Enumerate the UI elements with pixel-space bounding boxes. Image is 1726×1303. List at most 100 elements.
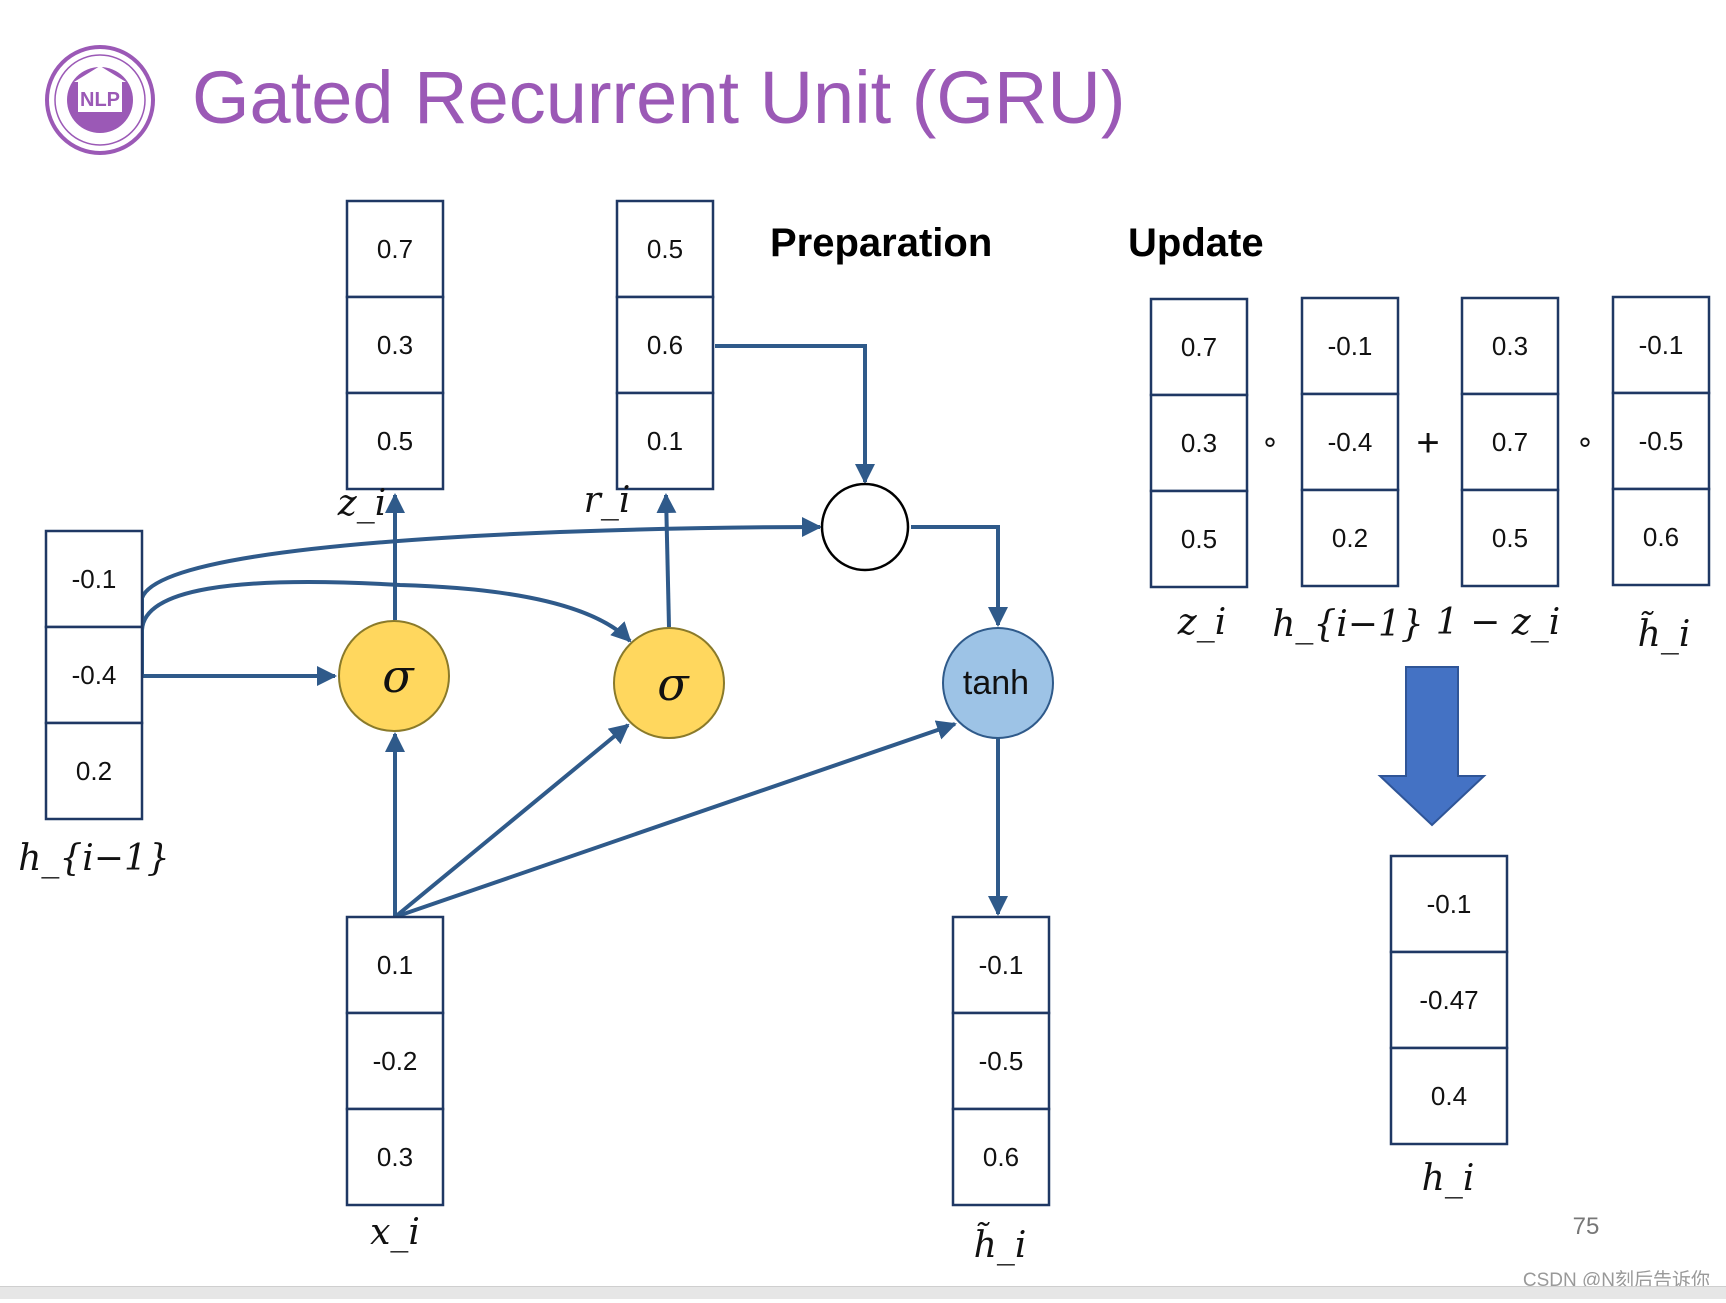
vector-cell-value: 0.5 bbox=[1492, 523, 1528, 553]
z-vector: 0.7 0.3 0.5 z_i bbox=[337, 199, 445, 524]
vector-cell-value: 0.2 bbox=[76, 756, 112, 786]
vector-cell: -0.1 bbox=[1300, 296, 1400, 396]
arrow-r-to-multiply bbox=[715, 344, 875, 484]
vector-label: z_i bbox=[337, 483, 386, 524]
vector-cell: 0.7 bbox=[345, 199, 445, 299]
vector-cell: 0.5 bbox=[615, 199, 715, 299]
vector-cell: 0.5 bbox=[1149, 489, 1249, 589]
vector-cell-value: -0.4 bbox=[1328, 427, 1373, 457]
update-z-vector: 0.7 0.3 0.5 z_i bbox=[1149, 297, 1249, 643]
vector-cell: -0.1 bbox=[44, 529, 144, 629]
vector-cell-value: -0.1 bbox=[1427, 889, 1472, 919]
tanh-node: tanh bbox=[942, 627, 1054, 739]
vector-cell-value: -0.1 bbox=[1328, 331, 1373, 361]
sigma-symbol: σ bbox=[657, 657, 690, 711]
vector-cell: -0.47 bbox=[1389, 950, 1509, 1050]
tanh-label: tanh bbox=[963, 664, 1029, 702]
vector-cell-value: -0.2 bbox=[373, 1046, 418, 1076]
vector-cell: 0.2 bbox=[44, 721, 144, 821]
x-vector: 0.1 -0.2 0.3 x_i bbox=[345, 915, 445, 1253]
vector-label: r_i bbox=[584, 480, 631, 521]
vector-cell-value: 0.6 bbox=[983, 1142, 1019, 1172]
vector-cell: 0.7 bbox=[1149, 297, 1249, 397]
bottom-scrollbar-strip bbox=[0, 1286, 1726, 1299]
vector-cell: 0.4 bbox=[1389, 1046, 1509, 1146]
vector-cell-value: 0.7 bbox=[377, 234, 413, 264]
vector-label: h_i bbox=[1422, 1158, 1475, 1199]
result-down-arrow bbox=[1377, 666, 1487, 827]
page-title: Gated Recurrent Unit (GRU) bbox=[192, 56, 1126, 139]
vector-label: z_i bbox=[1177, 602, 1226, 643]
arrow-hprev-to-sigma-r bbox=[140, 580, 632, 676]
vector-cell-value: 0.5 bbox=[647, 234, 683, 264]
vector-label: h̃_i bbox=[1638, 612, 1691, 655]
vector-cell-value: -0.1 bbox=[72, 564, 117, 594]
vector-cell-value: 0.7 bbox=[1181, 332, 1217, 362]
vector-label: h̃_i bbox=[974, 1223, 1027, 1266]
connection-arrows bbox=[140, 344, 1008, 919]
vector-cell: 0.2 bbox=[1300, 488, 1400, 588]
vector-cell: 0.3 bbox=[345, 1107, 445, 1207]
vector-cell: -0.5 bbox=[951, 1011, 1051, 1111]
arrow-sigma-to-r bbox=[656, 493, 677, 628]
vector-cell: 0.7 bbox=[1460, 392, 1560, 492]
vector-cell-value: 0.6 bbox=[1643, 522, 1679, 552]
sigma-symbol: σ bbox=[382, 649, 415, 703]
vector-cell-value: 0.5 bbox=[1181, 524, 1217, 554]
vector-cell-value: 0.3 bbox=[377, 330, 413, 360]
vector-cell: 0.5 bbox=[1460, 488, 1560, 588]
vector-cell: -0.4 bbox=[44, 625, 144, 725]
elementwise-multiply-node bbox=[820, 482, 910, 572]
update-heading: Update bbox=[1128, 221, 1264, 265]
plus-operator: + bbox=[1416, 421, 1439, 465]
hadamard-operator-2: ∘ bbox=[1576, 426, 1595, 459]
vector-cell: -0.2 bbox=[345, 1011, 445, 1111]
vector-cell-value: -0.1 bbox=[1639, 330, 1684, 360]
vector-cell: 0.1 bbox=[615, 391, 715, 491]
h-prev-vector: -0.1 -0.4 0.2 h_{i−1} bbox=[18, 529, 170, 879]
vector-cell-value: 0.6 bbox=[647, 330, 683, 360]
vector-cell-value: -0.47 bbox=[1419, 985, 1478, 1015]
vector-cell-value: 0.5 bbox=[377, 426, 413, 456]
vector-cell-value: 0.4 bbox=[1431, 1081, 1467, 1111]
vector-label: x_i bbox=[370, 1212, 420, 1253]
arrow-hprev-to-multiply bbox=[140, 517, 822, 630]
update-one-minus-z-vector: 0.3 0.7 0.5 1 − z_i bbox=[1436, 296, 1560, 643]
vector-cell: -0.5 bbox=[1611, 391, 1711, 491]
vector-cell-value: 0.3 bbox=[1181, 428, 1217, 458]
vector-cell-value: -0.5 bbox=[1639, 426, 1684, 456]
arrow-x-to-tanh bbox=[394, 720, 957, 919]
tsinghua-nlp-logo: NLP bbox=[45, 45, 155, 155]
vector-cell: 0.1 bbox=[345, 915, 445, 1015]
vector-cell-value: 0.3 bbox=[1492, 331, 1528, 361]
vector-cell-value: 0.1 bbox=[377, 950, 413, 980]
preparation-heading: Preparation bbox=[770, 221, 992, 265]
arrow-multiply-to-tanh bbox=[911, 525, 1008, 627]
vector-cell-value: 0.7 bbox=[1492, 427, 1528, 457]
vector-cell: -0.1 bbox=[1389, 854, 1509, 954]
vector-label: h_{i−1} bbox=[1272, 604, 1424, 645]
vector-cell-value: 0.3 bbox=[377, 1142, 413, 1172]
vector-cell: 0.5 bbox=[345, 391, 445, 491]
logo-text: NLP bbox=[80, 89, 120, 111]
vector-cell-value: -0.5 bbox=[979, 1046, 1024, 1076]
vector-cell: 0.3 bbox=[1149, 393, 1249, 493]
update-h-tilde-vector: -0.1 -0.5 0.6 h̃_i bbox=[1611, 295, 1711, 655]
csdn-watermark: CSDN @N刻后告诉你 bbox=[1523, 1269, 1710, 1291]
h-tilde-vector: -0.1 -0.5 0.6 h̃_i bbox=[951, 915, 1051, 1266]
r-vector: 0.5 0.6 0.1r_i bbox=[584, 199, 715, 521]
vector-cell: 0.6 bbox=[951, 1107, 1051, 1207]
vector-cell-value: -0.4 bbox=[72, 660, 117, 690]
hadamard-operator-1: ∘ bbox=[1261, 426, 1280, 459]
arrow-x-to-sigma-r bbox=[393, 723, 630, 919]
result-h-vector: -0.1 -0.47 0.4 h_i bbox=[1389, 854, 1509, 1199]
vector-cell: -0.1 bbox=[951, 915, 1051, 1015]
update-h-prev-vector: -0.1 -0.4 0.2 h_{i−1} bbox=[1272, 296, 1424, 645]
sigma-node-r: σ bbox=[613, 627, 725, 739]
vector-cell: 0.3 bbox=[1460, 296, 1560, 396]
vector-label: h_{i−1} bbox=[18, 838, 170, 879]
vector-cell: -0.1 bbox=[1611, 295, 1711, 395]
vector-cell: 0.3 bbox=[345, 295, 445, 395]
vector-label: 1 − z_i bbox=[1436, 602, 1560, 643]
